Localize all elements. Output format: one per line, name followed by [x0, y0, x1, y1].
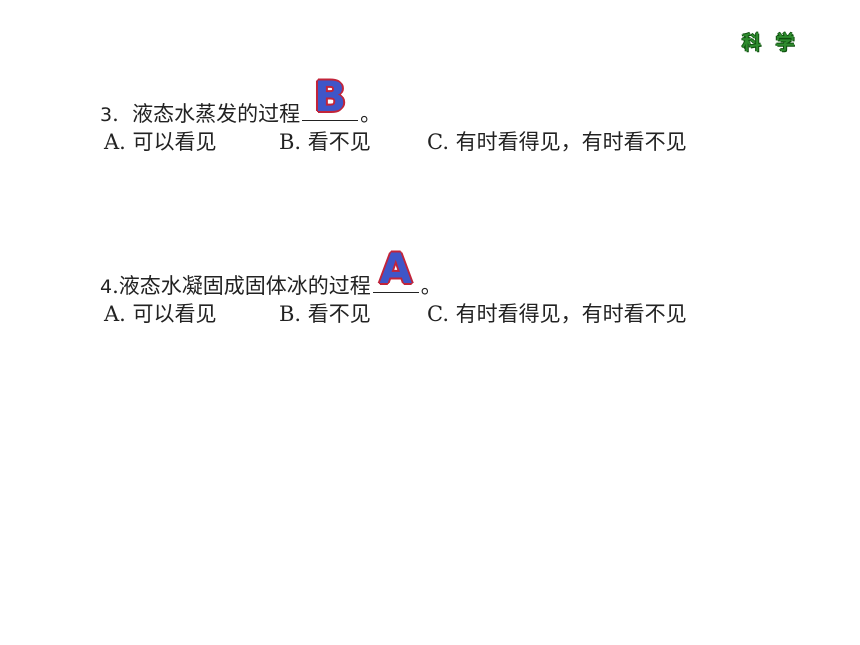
option-c: C. 有时看得见，有时看不见 — [427, 130, 687, 154]
answer-letter: A — [379, 244, 413, 293]
question-4-options: A. 可以看见 B. 看不见 C. 有时看得见，有时看不见 — [104, 300, 687, 328]
answer-letter: B — [314, 72, 347, 121]
question-text: 液态水蒸发的过程 — [132, 102, 301, 126]
question-end: 。 — [420, 274, 442, 298]
question-3-options: A. 可以看见 B. 看不见 C. 有时看得见，有时看不见 — [104, 128, 687, 156]
question-separator: . — [112, 274, 119, 298]
option-a: A. 可以看见 — [104, 302, 217, 326]
answer-blank: A — [372, 248, 419, 293]
question-separator: . — [112, 102, 119, 126]
answer-blank: B — [302, 76, 359, 121]
option-c: C. 有时看得见，有时看不见 — [427, 302, 687, 326]
subject-badge: 科 学 — [742, 32, 799, 54]
question-end: 。 — [360, 102, 382, 126]
option-b: B. 看不见 — [279, 130, 371, 154]
option-a: A. 可以看见 — [104, 130, 217, 154]
question-text: 液态水凝固成固体冰的过程 — [118, 274, 371, 298]
question-number: 3 — [100, 104, 113, 126]
option-b: B. 看不见 — [279, 302, 371, 326]
question-number: 4 — [100, 276, 113, 298]
